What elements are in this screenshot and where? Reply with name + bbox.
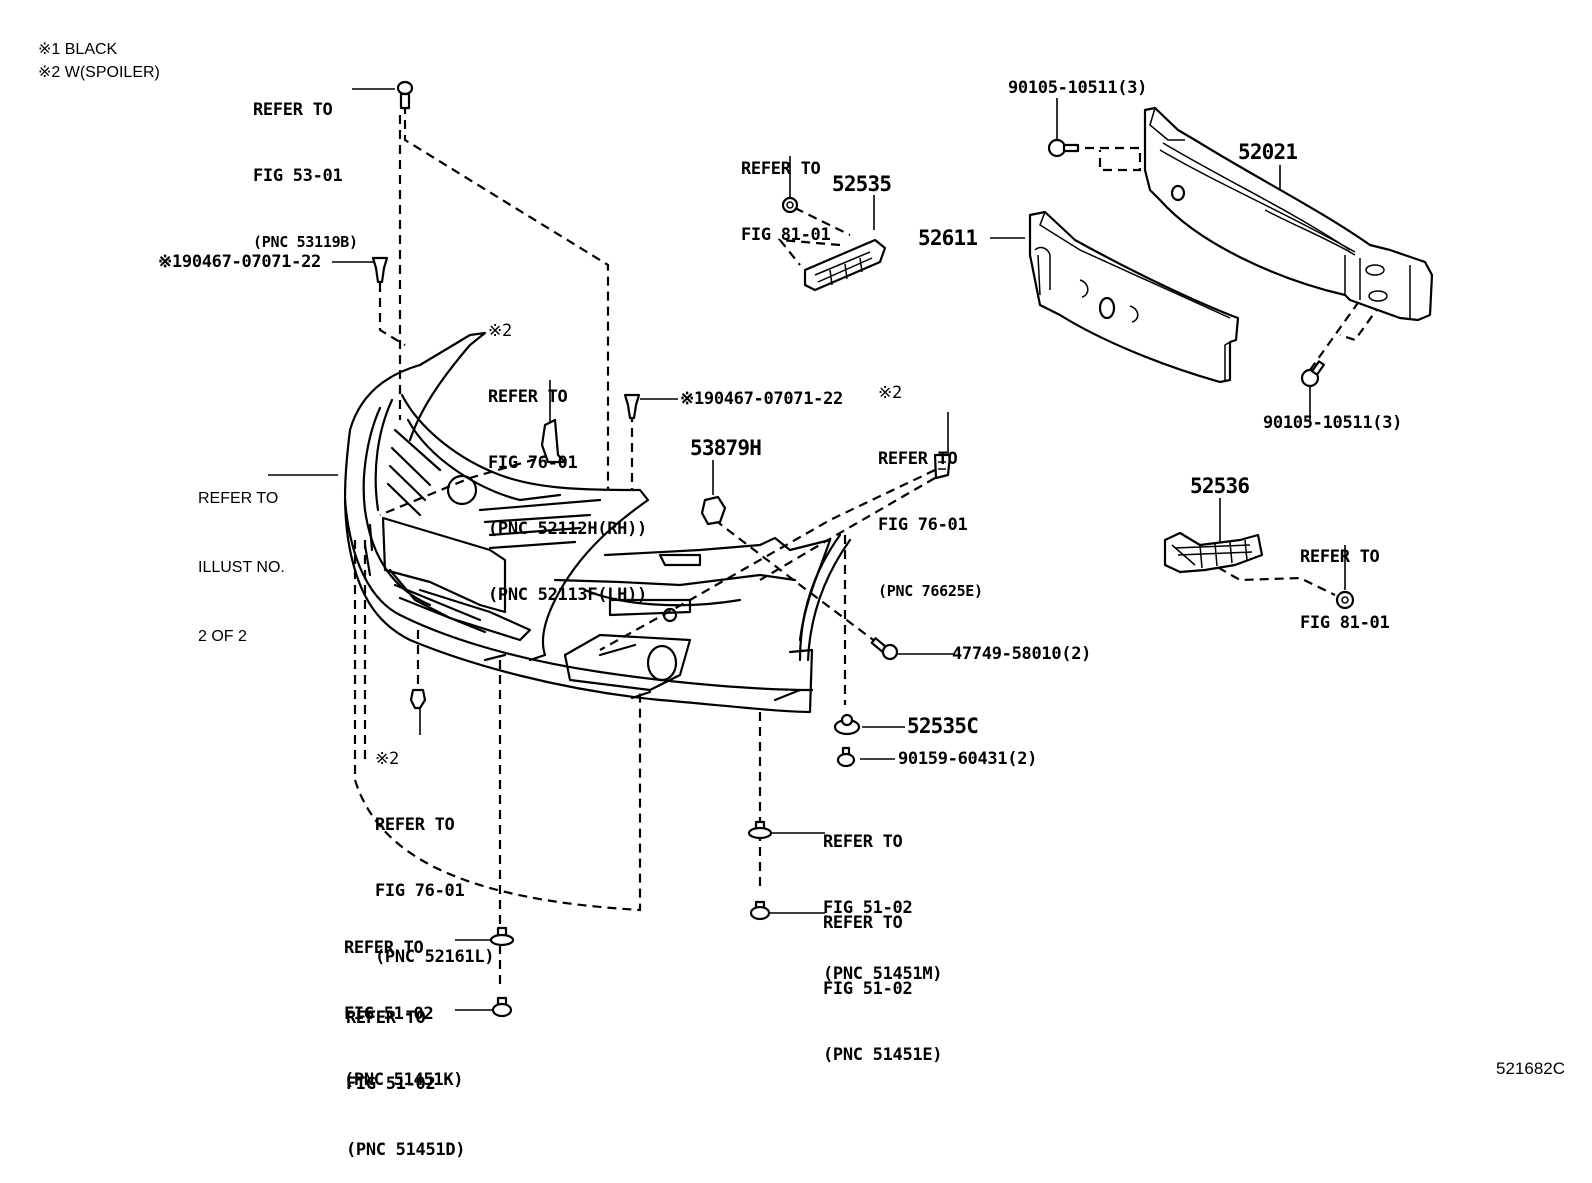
screw-51451e-icon (749, 900, 771, 921)
front-bumper-cover[interactable] (343, 331, 852, 714)
clip-76625e-icon (933, 453, 952, 480)
parts-diagram-drawing (268, 80, 1434, 1018)
callout-line: REFER TO (346, 1008, 426, 1028)
grille-surround (400, 393, 650, 662)
emblem (446, 474, 478, 506)
callout-refer-fig-51-02-e[interactable]: REFER TO FIG 51-02 (PNC 51451E) (823, 868, 943, 1088)
bumper-outline (343, 331, 814, 714)
energy-absorber-52611[interactable] (1028, 210, 1240, 384)
part-label-90159[interactable]: 90159-60431(2) (898, 749, 1038, 769)
fog-lamp (646, 644, 678, 682)
part-label-52535[interactable]: 52535 (832, 172, 892, 196)
retainer-52536[interactable] (1163, 531, 1264, 574)
grille-bars (386, 428, 602, 550)
callout-refer-fig-81-01-top[interactable]: REFER TO FIG 81-01 (741, 114, 831, 268)
clip-52161l-icon (409, 688, 427, 710)
bolt-90105-bottom-icon (1300, 360, 1325, 388)
part-label-90467-left[interactable]: ※190467-07071-22 (158, 252, 321, 272)
callout-pnc: (PNC 53119B) (253, 233, 358, 251)
callout-line: FIG 51-02 (344, 1004, 434, 1024)
callout-refer-fig-51-02-k[interactable]: REFER TO FIG 51-02 (PNC 51451K) (344, 893, 464, 1113)
callout-line: FIG 76-01 (878, 515, 968, 535)
callout-refer-fig-51-02-m[interactable]: REFER TO FIG 51-02 (PNC 51451M) (823, 787, 943, 1007)
screw-51451m-icon (747, 820, 773, 840)
part-label-52021[interactable]: 52021 (1238, 140, 1298, 164)
bumper-lower-edge (343, 498, 814, 692)
legend-note-2: ※2 W(SPOILER) (38, 64, 160, 81)
callout-line: FIG 53-01 (253, 166, 343, 186)
callout-pnc: (PNC 52161L) (375, 947, 495, 967)
bolt-52535-icon (781, 196, 799, 214)
screw-53119b-icon (396, 80, 414, 110)
retainer-52535-icon (803, 238, 887, 292)
screw-51451k-icon (489, 926, 515, 947)
callout-line: FIG 81-01 (741, 225, 831, 245)
clip-90467-mid-icon (623, 393, 641, 420)
callout-line: REFER TO (344, 938, 424, 958)
callout-pnc: (PNC 51451E) (823, 1045, 943, 1065)
callout-line: REFER TO (878, 449, 958, 469)
part-label-53879h[interactable]: 53879H (690, 436, 762, 460)
callout-pnc: (PNC 52112H(RH)) (488, 519, 647, 539)
callout-line: FIG 76-01 (488, 453, 578, 473)
callout-line: REFER TO (375, 815, 455, 835)
callout-refer-fig-76-01-grille[interactable]: ※2 REFER TO FIG 76-01 (PNC 52112H(RH)) (… (488, 276, 647, 628)
callout-line: REFER TO (198, 490, 279, 507)
callout-line: REFER TO (253, 100, 333, 120)
part-label-90105-top[interactable]: 90105-10511(3) (1008, 78, 1148, 98)
illustration-id: 521682C (1496, 1059, 1566, 1078)
grille-bracket-icon (540, 418, 567, 464)
note-mark: ※2 (375, 749, 399, 769)
part-label-47749[interactable]: 47749-58010(2) (952, 644, 1092, 664)
screw-51451d-icon (491, 996, 513, 1018)
clip-90467-left-icon (371, 256, 389, 284)
assembly-lines (353, 105, 1382, 990)
callout-line: FIG 81-01 (1300, 613, 1390, 633)
callout-line: 2 OF 2 (198, 628, 247, 645)
callout-line: REFER TO (1300, 547, 1380, 567)
callout-refer-illust-2-of-2[interactable]: REFER TO ILLUST NO. 2 OF 2 (198, 441, 285, 671)
part-label-52536[interactable]: 52536 (1190, 474, 1250, 498)
callout-refer-fig-53-01[interactable]: REFER TO FIG 53-01 (PNC 53119B) (253, 55, 358, 275)
callout-pnc: (PNC 76625E) (878, 582, 983, 600)
fog-lamp-bezel (563, 633, 692, 692)
callout-pnc: (PNC 51451K) (344, 1070, 464, 1090)
callout-refer-fig-51-02-d[interactable]: REFER TO FIG 51-02 (PNC 51451D) (346, 963, 466, 1183)
legend-note-1: ※1 BLACK (38, 41, 118, 58)
callout-line: FIG 76-01 (375, 881, 465, 901)
callout-line: FIG 51-02 (823, 898, 913, 918)
note-mark: ※2 (878, 383, 902, 403)
callout-line: REFER TO (823, 832, 903, 852)
note-mark: ※2 (488, 321, 512, 341)
callout-pnc: (PNC 51451D) (346, 1140, 466, 1160)
callout-line: FIG 51-02 (823, 979, 913, 999)
callout-line: REFER TO (823, 913, 903, 933)
callout-refer-fig-76-01-spoiler[interactable]: ※2 REFER TO FIG 76-01 (PNC 76625E) (878, 338, 983, 624)
part-label-90105-bottom[interactable]: 90105-10511(3) (1263, 413, 1403, 433)
part-label-52611[interactable]: 52611 (918, 226, 978, 250)
callout-line: ILLUST NO. (198, 559, 285, 576)
callout-line: REFER TO (488, 387, 568, 407)
part-label-52535c[interactable]: 52535C (907, 714, 979, 738)
callout-pnc: (PNC 51451M) (823, 964, 943, 984)
screw-47749-icon (870, 637, 899, 661)
callout-line: FIG 51-02 (346, 1074, 436, 1094)
callout-refer-fig-76-01-lower[interactable]: ※2 REFER TO FIG 76-01 (PNC 52161L) (375, 704, 495, 990)
callout-refer-fig-81-01-right[interactable]: REFER TO FIG 81-01 (1300, 502, 1390, 656)
bolt-81-01-right-icon (1335, 590, 1355, 610)
callout-line: REFER TO (741, 159, 821, 179)
part-label-90467-mid[interactable]: ※190467-07071-22 (680, 389, 843, 409)
nut-52535c-icon (833, 713, 861, 736)
bolt-90105-top-icon (1047, 138, 1080, 158)
fasteners (371, 80, 1355, 1018)
clip-53879h-icon (700, 495, 727, 526)
callout-pnc: (PNC 52113F(LH)) (488, 585, 647, 605)
bumper-reinforcement-52021[interactable] (1143, 106, 1434, 322)
screw-90159-icon (836, 746, 856, 768)
